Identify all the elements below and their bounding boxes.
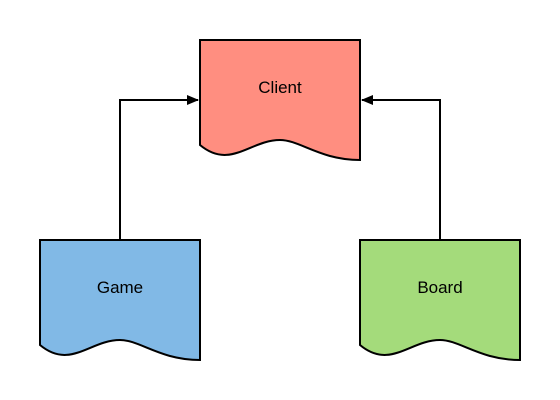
- node-game-label: Game: [97, 278, 143, 297]
- edge-board-to-client: [361, 95, 441, 240]
- node-client[interactable]: Client: [199, 39, 361, 162]
- node-client-shape: [199, 39, 361, 162]
- node-board-label: Board: [417, 278, 462, 297]
- node-game-shape: [39, 239, 201, 362]
- node-board[interactable]: Board: [359, 239, 521, 362]
- node-game[interactable]: Game: [39, 239, 201, 362]
- node-board-shape: [359, 239, 521, 362]
- node-client-label: Client: [258, 78, 302, 97]
- edge-game-to-client: [119, 95, 199, 240]
